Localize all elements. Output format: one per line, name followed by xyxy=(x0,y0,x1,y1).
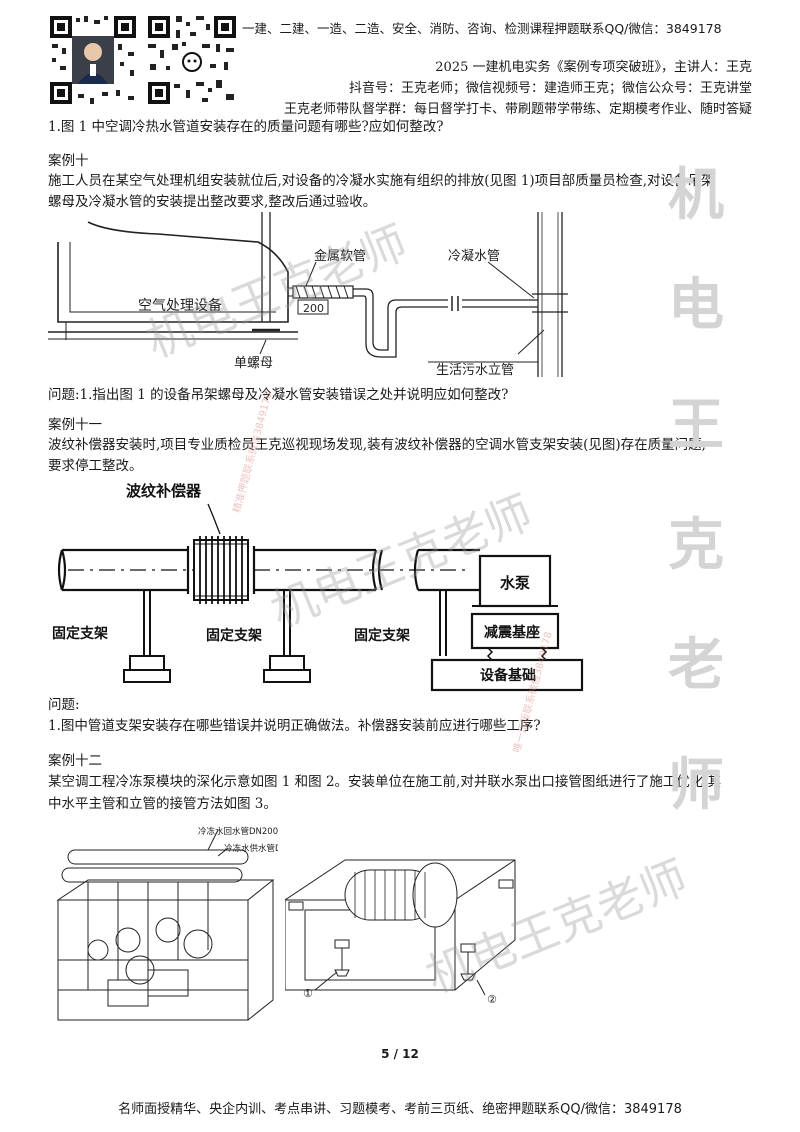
watermark-side-char-2: 电 xyxy=(668,273,724,338)
label-air-handling-unit: 空气处理设备 xyxy=(138,297,222,314)
watermark-side-char-1: 机 xyxy=(668,163,724,228)
course-title: 2025 一建机电实务《案例专项突破班》，主讲人：王克 xyxy=(435,60,752,75)
label-water-pump: 水泵 xyxy=(500,574,530,592)
case12-para-line2: 中水平主管和立管的接管方法如图 3。 xyxy=(48,796,277,812)
label-fixed-support-3: 固定支架 xyxy=(354,627,410,644)
label-chw-supply: 冷冻水供水管DN150 xyxy=(224,843,278,854)
case11-question-title: 问题: xyxy=(48,697,80,713)
label-fixed-support-1: 固定支架 xyxy=(52,625,108,642)
case12-figure-2: ① ② xyxy=(284,840,525,1015)
teacher-accounts: 抖音号：王克老师；微信视频号：建造师王克；微信公众号：王克讲堂 xyxy=(348,81,752,96)
case11-para-line1: 波纹补偿器安装时,项目专业质检员王克巡视现场发现,装有波纹补偿器的空调水管支架安… xyxy=(48,437,706,453)
case11-question: 1.图中管道支架安装存在哪些错误并说明正确做法。补偿器安装前应进行哪些工序? xyxy=(48,718,541,734)
footer-banner: 名师面授精华、央企内训、考点串讲、习题模考、考前三页纸、绝密押题联系QQ/微信：… xyxy=(118,1102,682,1117)
label-condensate-pipe: 冷凝水管 xyxy=(448,248,500,264)
label-chw-return: 冷冻水回水管DN200 xyxy=(198,826,278,837)
page-number: 5 / 12 xyxy=(381,1047,419,1061)
label-circle-2: ② xyxy=(487,993,497,1006)
study-group-info: 王克老师带队督学群：每日督学打卡、带刷题带学带练、定期模考作业、随时答疑 xyxy=(283,102,752,117)
case12-para-line1: 某空调工程冷冻泵模块的深化示意如图 1 和图 2。安装单位在施工前,对并联水泵出… xyxy=(48,774,722,790)
case10-question: 问题:1.指出图 1 的设备吊架螺母及冷凝水管安装错误之处并说明应如何整改? xyxy=(48,387,509,403)
case10-figure: 金属软管 冷凝水管 空气处理设备 200 单螺母 生活污水立管 xyxy=(48,212,588,378)
qr-code-wechat xyxy=(146,14,238,106)
case10-para-line1: 施工人员在某空气处理机组安装就位后,对设备的冷凝水实施有组织的排放(见图 1)项… xyxy=(48,173,715,189)
label-metal-hose: 金属软管 xyxy=(314,248,366,264)
label-sewage-riser: 生活污水立管 xyxy=(436,363,514,377)
previous-question: 1.图 1 中空调冷热水管道安装存在的质量问题有哪些?应如何整改? xyxy=(48,119,444,135)
case10-title: 案例十 xyxy=(48,153,89,169)
case12-title: 案例十二 xyxy=(48,753,102,769)
watermark-side-char-6: 师 xyxy=(668,753,724,818)
label-dimension-200: 200 xyxy=(303,302,324,315)
watermark-side-char-3: 王 xyxy=(668,393,724,458)
top-banner: 一建、二建、一造、二造、安全、消防、咨询、检测课程押题联系QQ/微信：38491… xyxy=(242,21,722,36)
label-bellows-compensator: 波纹补偿器 xyxy=(126,482,202,500)
watermark-side-char-5: 老 xyxy=(668,633,724,698)
label-vibration-base: 减震基座 xyxy=(484,624,540,641)
label-circle-1: ① xyxy=(303,987,313,1000)
label-equipment-foundation: 设备基础 xyxy=(480,667,536,684)
qr-code-douyin xyxy=(48,14,138,106)
case10-para-line2: 螺母及冷凝水管的安装提出整改要求,整改后通过验收。 xyxy=(48,194,377,210)
case12-figure-1: 冷冻水回水管DN200 冷冻水供水管DN150 xyxy=(48,820,304,1035)
case11-figure: 波纹补偿器 水泵 减震基座 设备基础 固定支架 固定支架 固定支架 xyxy=(48,476,588,694)
label-fixed-support-2: 固定支架 xyxy=(206,627,262,644)
label-single-nut: 单螺母 xyxy=(234,356,273,371)
watermark-side-char-4: 克 xyxy=(668,513,724,578)
case11-title: 案例十一 xyxy=(48,417,102,433)
case11-para-line2: 要求停工整改。 xyxy=(48,458,143,474)
